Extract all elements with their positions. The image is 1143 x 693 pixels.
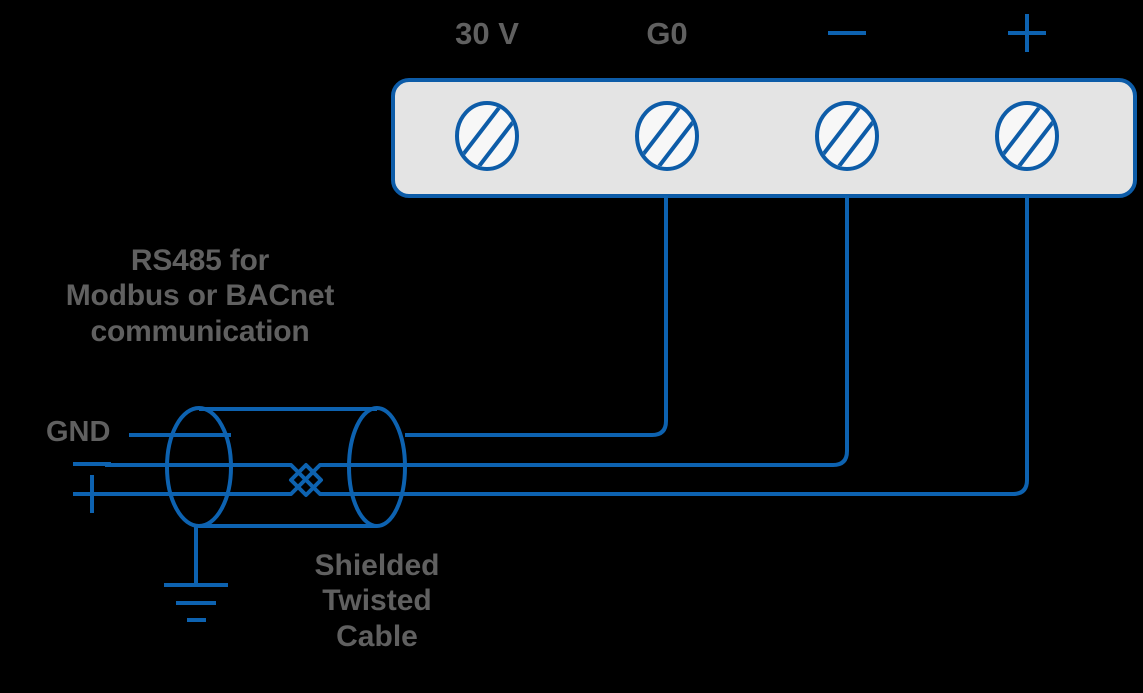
twisted-pair-loop	[289, 463, 323, 497]
gnd-label: GND	[46, 416, 111, 448]
terminal-block-body	[391, 78, 1137, 198]
screw-terminal-minus[interactable]	[815, 100, 880, 178]
shielded-twisted-cable-label: Shielded Twisted Cable	[314, 549, 440, 653]
wire-plus-to-conductor	[405, 196, 1029, 496]
terminal-label-g0: G0	[646, 16, 688, 51]
terminal-label-plus-symbol	[1008, 14, 1046, 52]
wire-minus-to-conductor	[405, 196, 849, 467]
terminal-label-30v: 30 V	[455, 16, 519, 51]
screw-terminal-plus[interactable]	[995, 100, 1060, 178]
rs485-annotation: RS485 for Modbus or BACnet communication	[65, 244, 335, 348]
earth-ground-icon	[164, 526, 228, 622]
cable-plus-symbol	[73, 475, 111, 513]
twisted-pair-lower	[231, 463, 405, 496]
wire-g0-to-gnd	[405, 196, 668, 437]
screw-terminal-30v[interactable]	[455, 100, 520, 178]
screw-terminal-g0[interactable]	[635, 100, 700, 178]
